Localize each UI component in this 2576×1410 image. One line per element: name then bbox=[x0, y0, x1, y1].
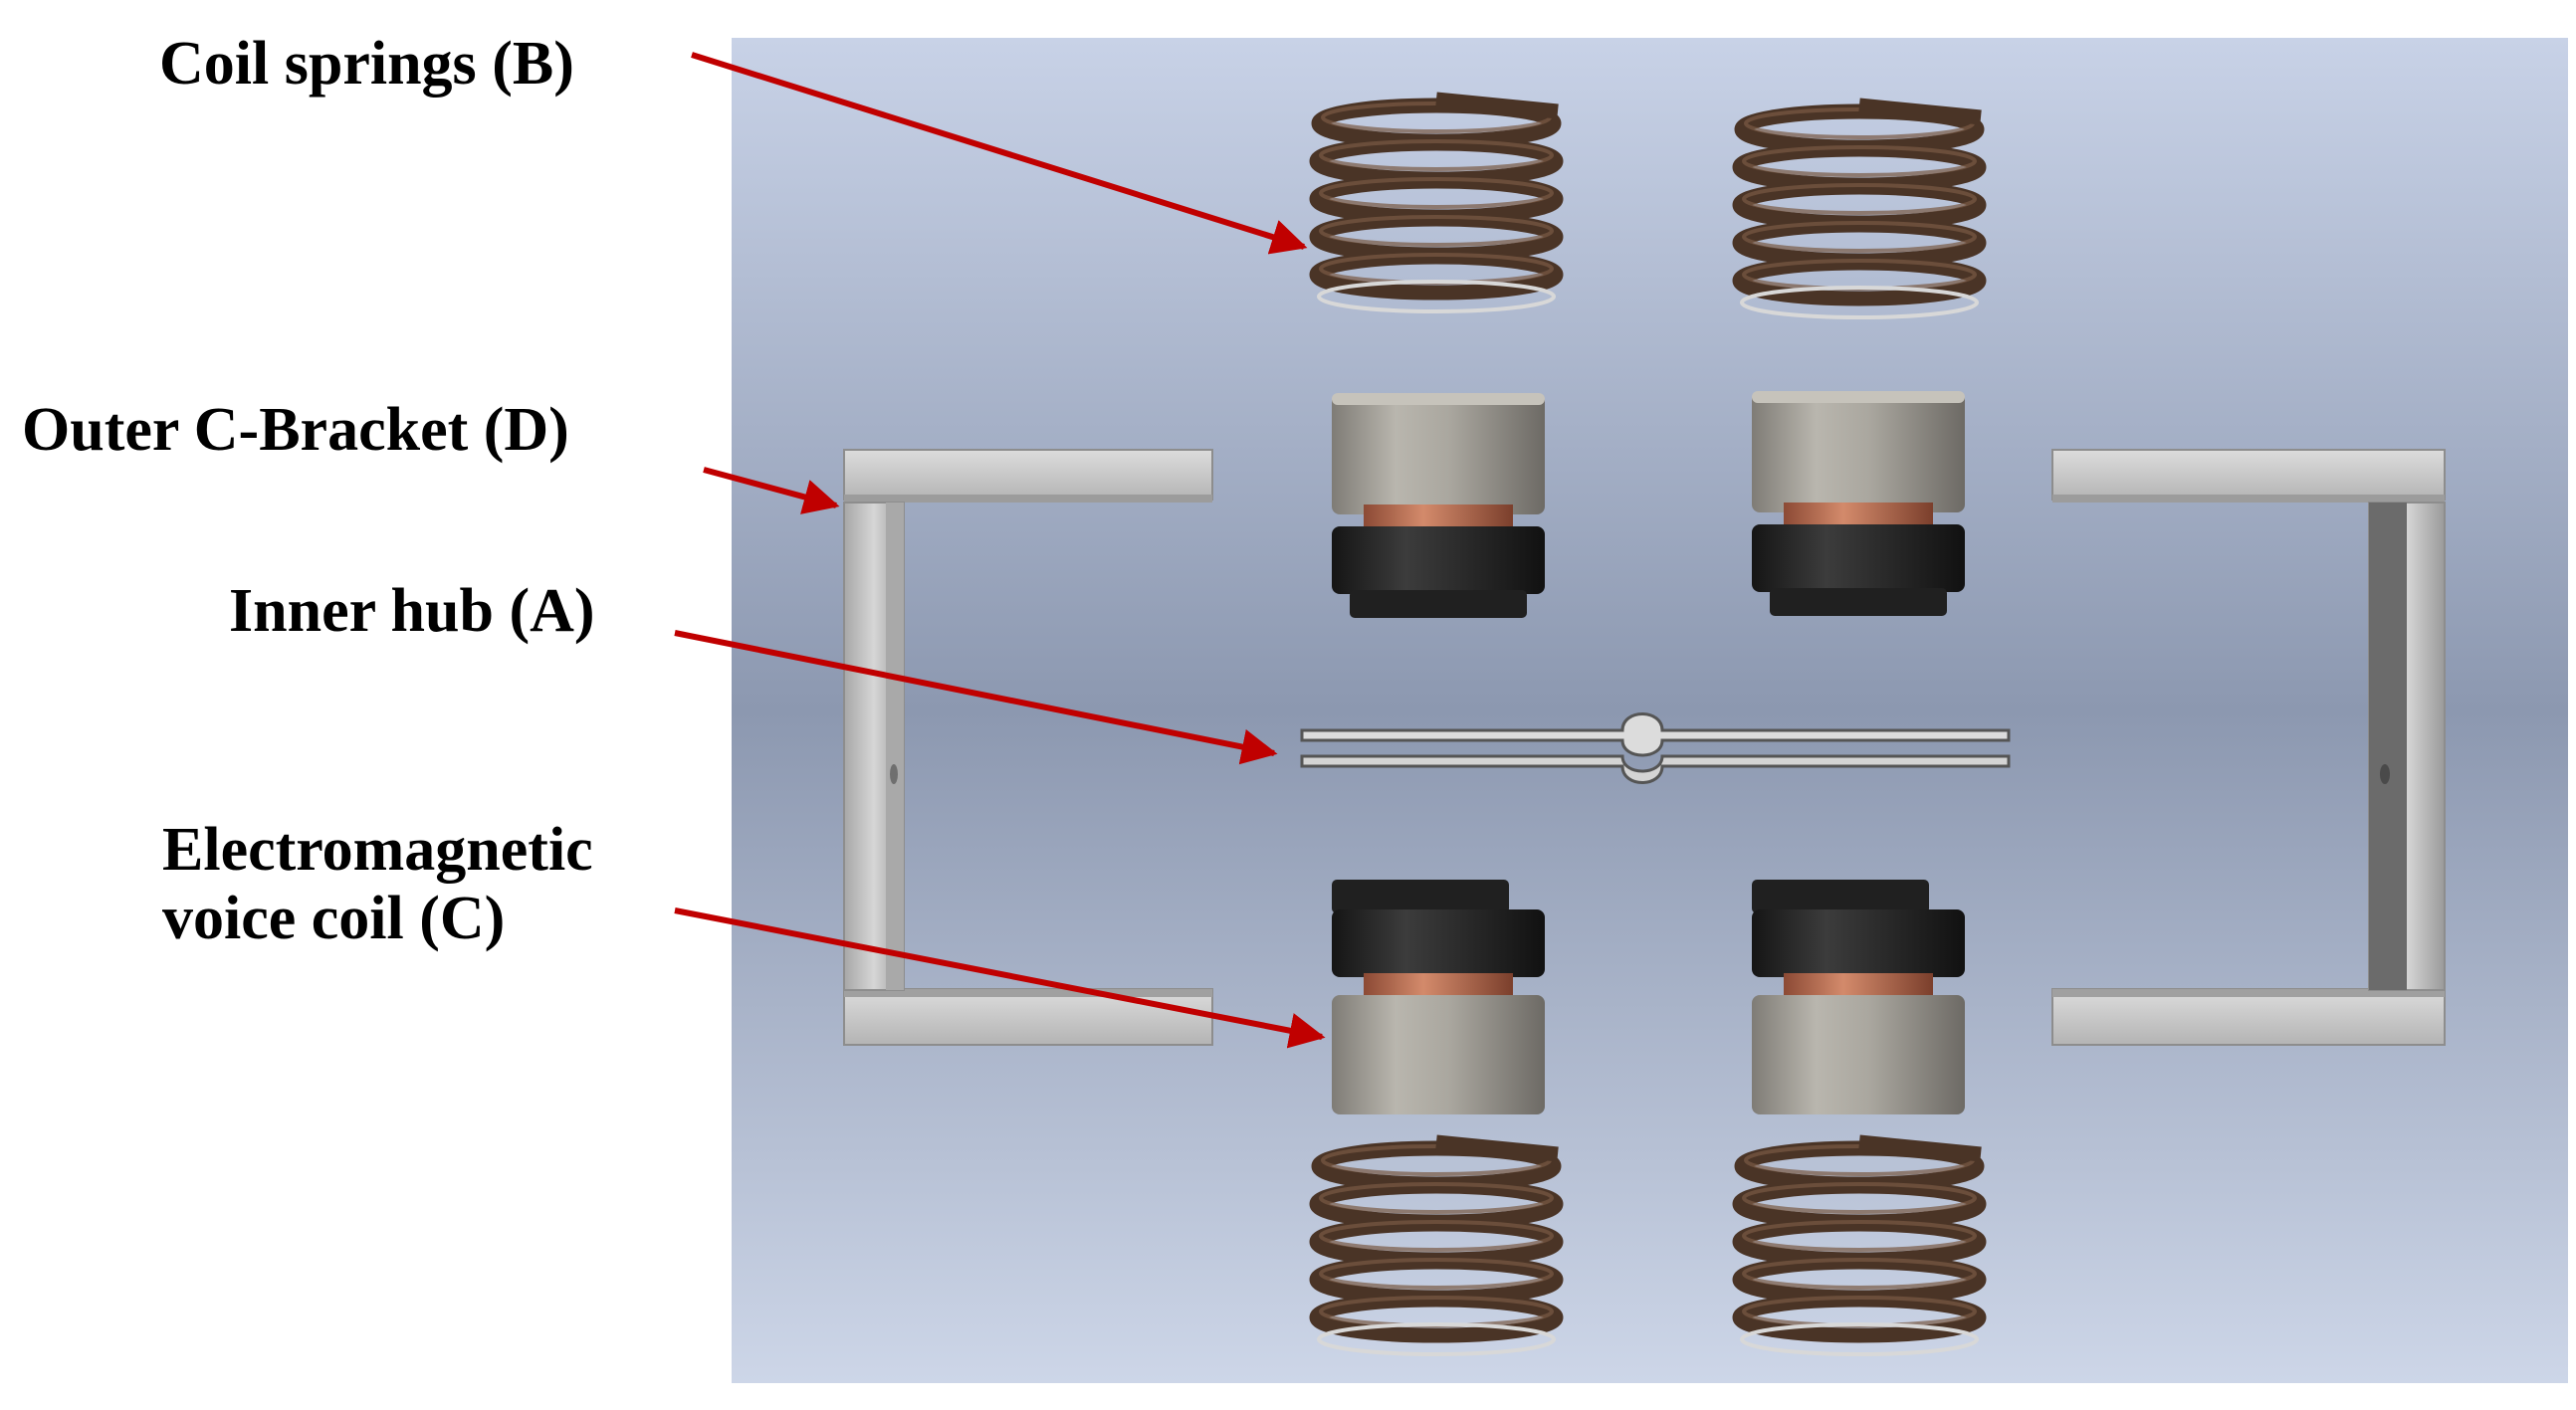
outer-c-bracket-right bbox=[2051, 449, 2446, 1046]
arrow-to-coil-spring bbox=[691, 52, 1308, 255]
arrow-to-inner-hub bbox=[674, 630, 1278, 765]
outer-c-bracket-left bbox=[843, 449, 1213, 1046]
voice-coil-bottom-left bbox=[1332, 880, 1545, 1114]
voice-coil-bottom-right bbox=[1752, 880, 1965, 1114]
voice-coil-label: Electromagnetic voice coil (C) bbox=[162, 816, 593, 954]
inner-hub bbox=[1300, 712, 2011, 784]
voice-coil-top-left bbox=[1332, 393, 1545, 618]
render-background bbox=[732, 38, 2568, 1383]
arrow-to-outer-bracket bbox=[703, 467, 840, 514]
inner-hub-label: Inner hub (A) bbox=[229, 577, 595, 645]
voice-coil-label-line2: voice coil (C) bbox=[162, 885, 506, 953]
coil-springs-label: Coil springs (B) bbox=[159, 30, 574, 98]
coil-spring-bottom-left bbox=[1317, 1142, 1558, 1354]
voice-coil-label-line1: Electromagnetic bbox=[162, 816, 593, 884]
outer-bracket-label: Outer C-Bracket (D) bbox=[22, 396, 569, 464]
coil-spring-top-right bbox=[1740, 105, 1981, 317]
arrow-to-voice-coil bbox=[674, 907, 1326, 1049]
leader-arrows bbox=[674, 52, 1326, 1049]
coil-spring-top-left bbox=[1317, 100, 1558, 311]
voice-coil-top-right bbox=[1752, 391, 1965, 616]
coil-spring-bottom-right bbox=[1740, 1142, 1981, 1354]
